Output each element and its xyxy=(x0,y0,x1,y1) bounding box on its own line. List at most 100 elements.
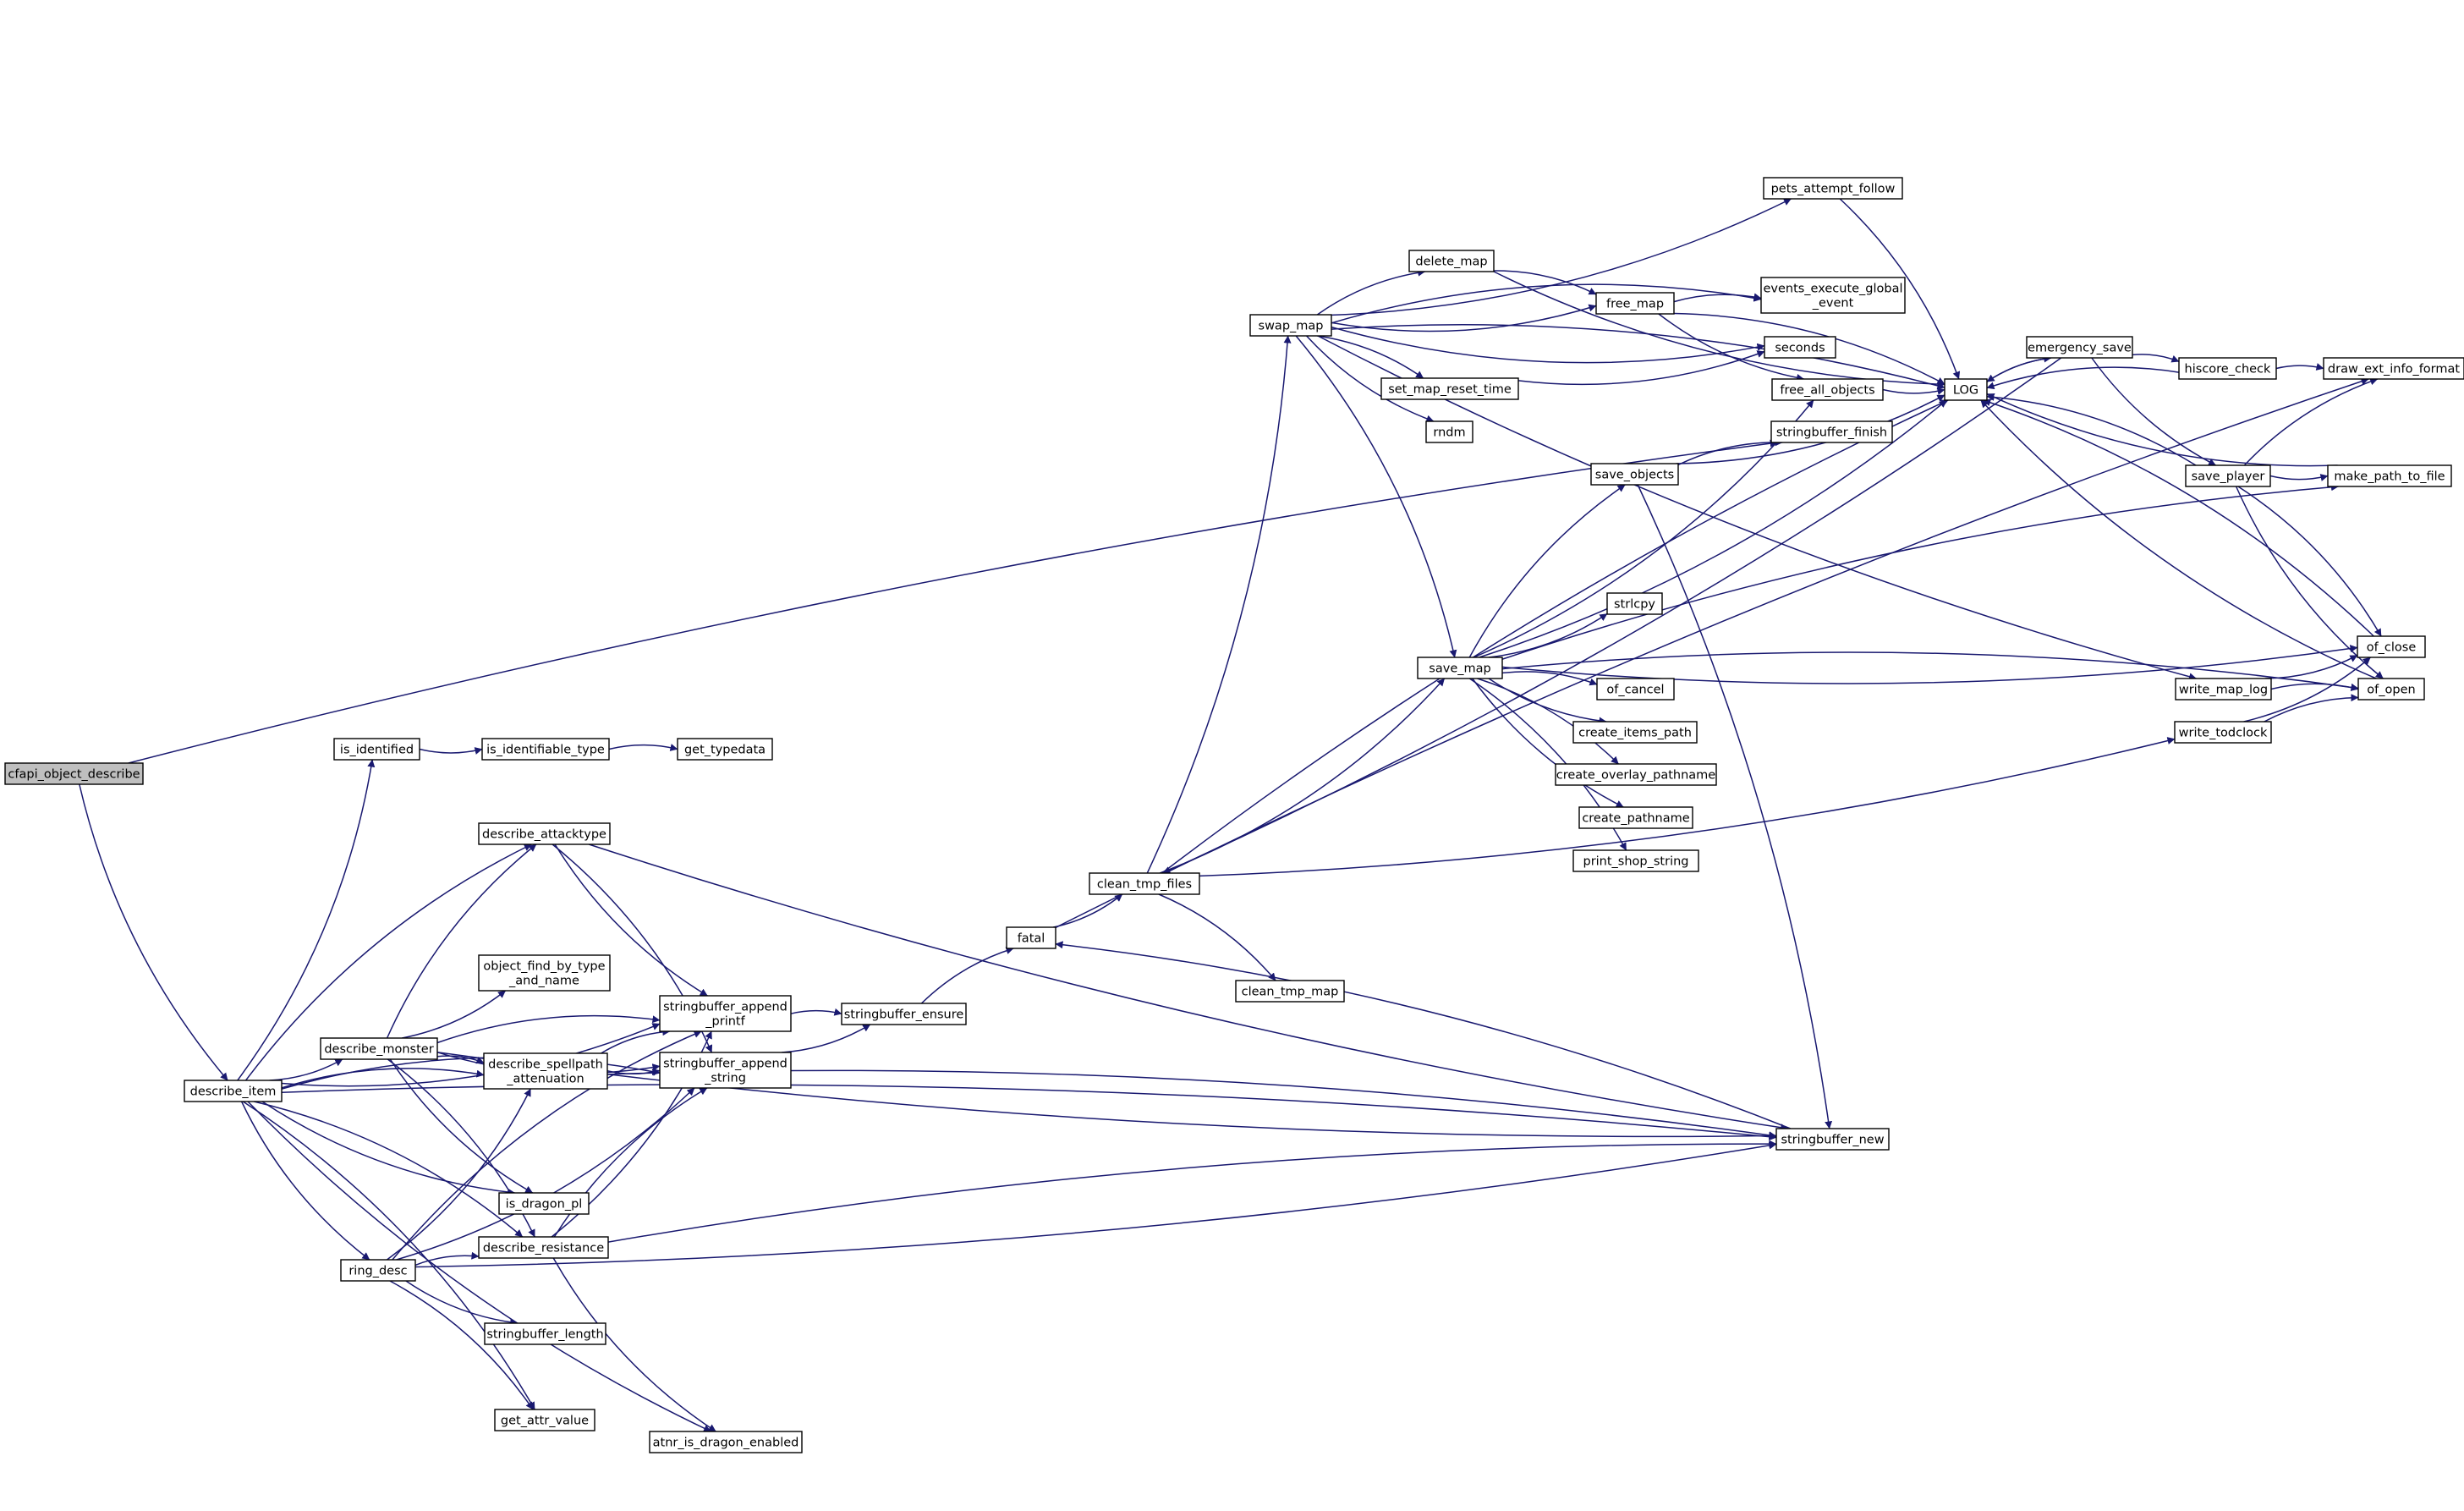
node-box[interactable] xyxy=(649,1431,803,1453)
node-box[interactable] xyxy=(1590,463,1679,486)
node-pets_attempt_follow[interactable]: pets_attempt_follow xyxy=(1763,177,1903,200)
node-clean_tmp_map[interactable]: clean_tmp_map xyxy=(1235,980,1345,1003)
node-box[interactable] xyxy=(1555,763,1717,786)
node-write_map_log[interactable]: write_map_log xyxy=(2175,678,2272,701)
node-delete_map[interactable]: delete_map xyxy=(1408,250,1495,272)
node-stringbuffer_finish[interactable]: stringbuffer_finish xyxy=(1770,420,1893,443)
node-create_overlay_pathname[interactable]: create_overlay_pathname xyxy=(1555,763,1717,786)
node-stringbuffer_length[interactable]: stringbuffer_length xyxy=(484,1322,606,1345)
node-is_identified[interactable]: is_identified xyxy=(333,738,420,761)
node-box[interactable] xyxy=(498,1192,590,1215)
node-events_execute_global_event[interactable]: events_execute_global_event xyxy=(1760,277,1906,314)
node-box[interactable] xyxy=(1944,378,1988,401)
node-is_identifiable_type[interactable]: is_identifiable_type xyxy=(481,738,610,761)
node-box[interactable] xyxy=(1606,592,1663,615)
node-box[interactable] xyxy=(1770,420,1893,443)
node-hiscore_check[interactable]: hiscore_check xyxy=(2178,357,2277,380)
node-draw_ext_info_format[interactable]: draw_ext_info_format xyxy=(2323,357,2464,380)
node-box[interactable] xyxy=(484,1322,606,1345)
node-box[interactable] xyxy=(478,954,611,992)
node-box[interactable] xyxy=(2174,721,2272,744)
node-describe_resistance[interactable]: describe_resistance xyxy=(478,1236,609,1259)
node-stringbuffer_ensure[interactable]: stringbuffer_ensure xyxy=(841,1003,967,1025)
node-clean_tmp_files[interactable]: clean_tmp_files xyxy=(1089,872,1200,895)
node-make_path_to_file[interactable]: make_path_to_file xyxy=(2327,464,2452,487)
node-box[interactable] xyxy=(2026,336,2133,359)
node-stringbuffer_append_printf[interactable]: stringbuffer_append_printf xyxy=(659,995,792,1032)
node-box[interactable] xyxy=(2175,678,2272,701)
node-box[interactable] xyxy=(1595,292,1675,315)
node-free_map[interactable]: free_map xyxy=(1595,292,1675,315)
node-set_map_reset_time[interactable]: set_map_reset_time xyxy=(1380,377,1519,400)
node-is_dragon_pl[interactable]: is_dragon_pl xyxy=(498,1192,590,1215)
node-atnr_is_dragon_enabled[interactable]: atnr_is_dragon_enabled xyxy=(649,1431,803,1453)
node-save_objects[interactable]: save_objects xyxy=(1590,463,1679,486)
node-box[interactable] xyxy=(1089,872,1200,895)
node-box[interactable] xyxy=(1760,277,1906,314)
node-box[interactable] xyxy=(1775,1128,1890,1151)
node-box[interactable] xyxy=(320,1037,438,1060)
node-box[interactable] xyxy=(2178,357,2277,380)
node-ring_desc[interactable]: ring_desc xyxy=(340,1259,416,1282)
node-get_attr_value[interactable]: get_attr_value xyxy=(494,1409,595,1431)
node-box[interactable] xyxy=(659,995,792,1032)
node-box[interactable] xyxy=(1425,420,1473,443)
node-box[interactable] xyxy=(184,1080,283,1102)
node-box[interactable] xyxy=(1763,177,1903,200)
node-free_all_objects[interactable]: free_all_objects xyxy=(1771,378,1884,401)
node-write_todclock[interactable]: write_todclock xyxy=(2174,721,2272,744)
node-box[interactable] xyxy=(659,1052,792,1089)
node-box[interactable] xyxy=(1408,250,1495,272)
node-strlcpy[interactable]: strlcpy xyxy=(1606,592,1663,615)
node-save_player[interactable]: save_player xyxy=(2185,464,2271,487)
node-describe_monster[interactable]: describe_monster xyxy=(320,1037,438,1060)
node-of_cancel[interactable]: of_cancel xyxy=(1596,678,1675,701)
node-describe_item[interactable]: describe_item xyxy=(184,1080,283,1102)
node-box[interactable] xyxy=(2323,357,2464,380)
node-box[interactable] xyxy=(841,1003,967,1025)
node-box[interactable] xyxy=(677,738,773,761)
node-print_shop_string[interactable]: print_shop_string xyxy=(1572,849,1699,872)
node-fatal[interactable]: fatal xyxy=(1006,926,1056,949)
node-box[interactable] xyxy=(478,1236,609,1259)
node-stringbuffer_append_string[interactable]: stringbuffer_append_string xyxy=(659,1052,792,1089)
node-box[interactable] xyxy=(1578,806,1693,829)
node-box[interactable] xyxy=(1572,721,1698,744)
node-box[interactable] xyxy=(483,1052,608,1090)
node-save_map[interactable]: save_map xyxy=(1417,657,1503,679)
node-object_find_by_type_and_name[interactable]: object_find_by_type_and_name xyxy=(478,954,611,992)
node-box[interactable] xyxy=(1771,378,1884,401)
node-create_items_path[interactable]: create_items_path xyxy=(1572,721,1698,744)
node-swap_map[interactable]: swap_map xyxy=(1249,314,1332,337)
node-emergency_save[interactable]: emergency_save xyxy=(2026,336,2133,359)
node-box[interactable] xyxy=(1249,314,1332,337)
node-seconds[interactable]: seconds xyxy=(1764,336,1836,359)
node-box[interactable] xyxy=(1596,678,1675,701)
node-box[interactable] xyxy=(2357,678,2425,701)
node-box[interactable] xyxy=(1235,980,1345,1003)
node-box[interactable] xyxy=(1006,926,1056,949)
node-of_close[interactable]: of_close xyxy=(2357,635,2426,658)
node-create_pathname[interactable]: create_pathname xyxy=(1578,806,1693,829)
node-box[interactable] xyxy=(1417,657,1503,679)
node-box[interactable] xyxy=(481,738,610,761)
node-stringbuffer_new[interactable]: stringbuffer_new xyxy=(1775,1128,1890,1151)
node-box[interactable] xyxy=(340,1259,416,1282)
node-box[interactable] xyxy=(2357,635,2426,658)
node-box[interactable] xyxy=(2327,464,2452,487)
node-box[interactable] xyxy=(1764,336,1836,359)
node-LOG[interactable]: LOG xyxy=(1944,378,1988,401)
node-of_open[interactable]: of_open xyxy=(2357,678,2425,701)
node-describe_attacktype[interactable]: describe_attacktype xyxy=(478,822,611,845)
node-cfapi_object_describe[interactable]: cfapi_object_describe xyxy=(4,762,144,785)
node-get_typedata[interactable]: get_typedata xyxy=(677,738,773,761)
node-box[interactable] xyxy=(333,738,420,761)
node-box[interactable] xyxy=(4,762,144,785)
node-box[interactable] xyxy=(2185,464,2271,487)
node-box[interactable] xyxy=(494,1409,595,1431)
node-box[interactable] xyxy=(1572,849,1699,872)
node-rndm[interactable]: rndm xyxy=(1425,420,1473,443)
node-box[interactable] xyxy=(478,822,611,845)
node-box[interactable] xyxy=(1380,377,1519,400)
node-describe_spellpath_attenuation[interactable]: describe_spellpath_attenuation xyxy=(483,1052,608,1090)
